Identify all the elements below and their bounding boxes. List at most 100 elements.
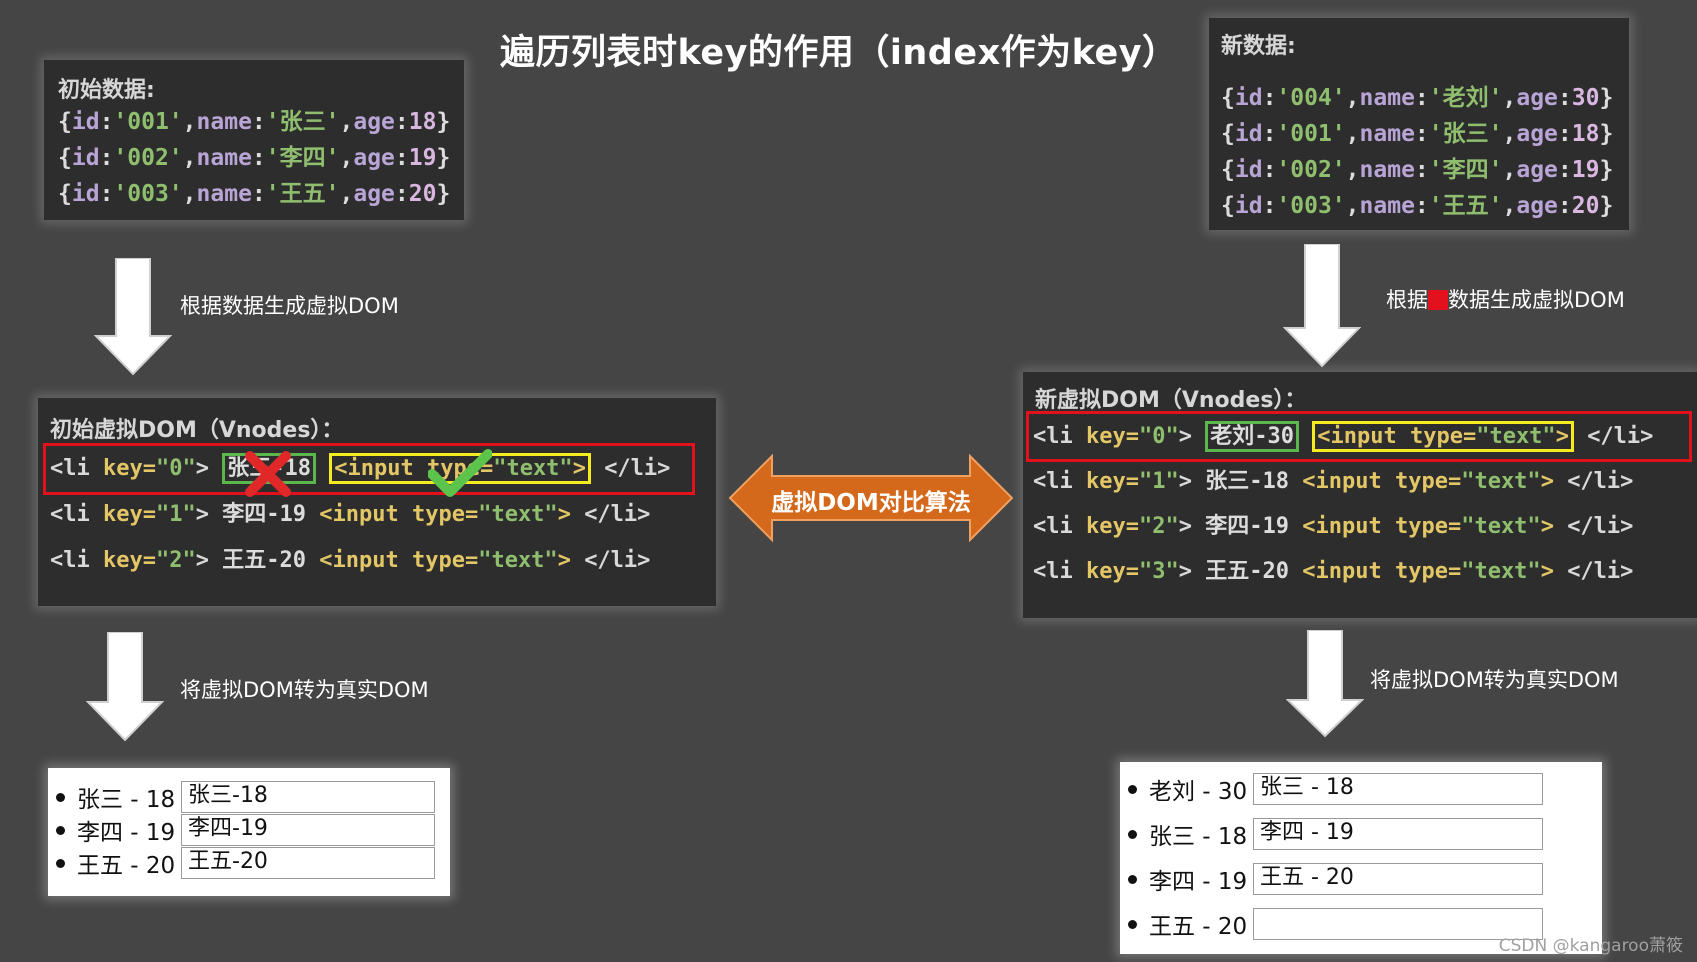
item-label: 张三 - 18: [77, 787, 176, 813]
new-vdom-header: 新虚拟DOM（Vnodes）：: [1035, 388, 1307, 413]
text-input[interactable]: 王五-20: [181, 847, 435, 879]
key-attr: key=: [103, 502, 156, 527]
row-name: '李四': [1428, 157, 1503, 183]
data-row: {id:'001',name:'张三',age:18}: [58, 109, 451, 135]
vnode-input-box: <input type="text">: [329, 453, 591, 484]
bullet-icon: [1128, 874, 1137, 884]
vnode-text-box: 王五-20: [1205, 559, 1289, 584]
text-input[interactable]: [1253, 908, 1543, 940]
item-label: 王五 - 20: [77, 853, 176, 879]
vnode-key: "0": [1138, 424, 1179, 449]
text-input[interactable]: 张三 - 18: [1253, 773, 1543, 805]
item-label: 王五 - 20: [1149, 914, 1248, 940]
bullet-icon: [1128, 829, 1137, 839]
row-id: '002': [113, 145, 183, 171]
type-value: "text": [1461, 559, 1541, 584]
vnode-text-box: 王五-20: [222, 548, 306, 573]
initial-data-header: 初始数据:: [58, 78, 155, 103]
input-tag: <input: [1302, 469, 1382, 494]
text-input[interactable]: 李四 - 19: [1253, 818, 1543, 850]
input-tag: <input: [319, 502, 399, 527]
vnode-text: 张三-18: [1205, 469, 1289, 494]
data-row: {id:'002',name:'李四',age:19}: [1221, 157, 1614, 183]
row-name: '王五': [1428, 193, 1503, 219]
vnode-input-box: <input type="text">: [319, 548, 571, 573]
row-id: '002': [1276, 157, 1346, 183]
check-icon: [428, 449, 492, 497]
bracket: >: [1540, 559, 1554, 584]
bullet-icon: [56, 792, 65, 802]
li-open-tag: <li: [1033, 514, 1073, 539]
list-item: 王五 - 20: [1128, 907, 1543, 941]
bracket: >: [1178, 424, 1192, 449]
bracket: >: [1178, 514, 1192, 539]
bracket: >: [195, 548, 209, 573]
watermark: CSDN @kangaroo萧筱: [1498, 936, 1683, 956]
text-input[interactable]: 王五 - 20: [1253, 863, 1543, 895]
vnode-row: <li key="3"> 王五-20 <input type="text"> <…: [1029, 549, 1689, 594]
vnode-row: <li key="0"> 张三-18 <input type="text"> <…: [43, 443, 695, 495]
vnode-text: 王五-20: [1205, 559, 1289, 584]
row-age: 30: [1571, 85, 1600, 111]
text-input[interactable]: 李四-19: [181, 814, 435, 846]
type-value: "text": [493, 456, 573, 481]
row-age: 20: [1571, 193, 1600, 219]
vnode-text: 王五-20: [222, 548, 306, 573]
input-tag: <input: [1302, 559, 1382, 584]
new-vdom-panel: 新虚拟DOM（Vnodes）： <li key="0"> 老刘-30 <inpu…: [1023, 372, 1697, 618]
bracket: >: [1178, 469, 1192, 494]
arrow-down-icon: [94, 258, 172, 376]
arrow-label-left-gen: 根据数据生成虚拟DOM: [180, 294, 399, 318]
input-tag: <input: [1317, 424, 1397, 449]
key-attr: key=: [1086, 514, 1139, 539]
row-name: '李四': [265, 145, 340, 171]
li-close-tag: </li>: [1567, 514, 1634, 539]
text-input[interactable]: 张三-18: [181, 781, 435, 813]
key-attr: key=: [103, 456, 156, 481]
data-row: {id:'004',name:'老刘',age:30}: [1221, 85, 1614, 111]
type-value: "text": [1476, 424, 1556, 449]
vnode-key: "2": [1138, 514, 1179, 539]
vnode-row: <li key="2"> 王五-20 <input type="text"> <…: [46, 538, 692, 584]
type-value: "text": [1461, 469, 1541, 494]
bullet-icon: [1128, 784, 1137, 794]
row-id: '004': [1276, 85, 1346, 111]
vnode-input-box: <input type="text">: [1312, 421, 1574, 452]
vnode-row: <li key="0"> 老刘-30 <input type="text"> <…: [1026, 411, 1692, 462]
bracket: >: [195, 502, 209, 527]
bracket: >: [572, 456, 586, 481]
vnode-key: "0": [155, 456, 196, 481]
vnode-input-box: <input type="text">: [319, 502, 571, 527]
item-label: 李四 - 19: [77, 820, 176, 846]
bracket: >: [1555, 424, 1569, 449]
vnode-text-box: 李四-19: [222, 502, 306, 527]
input-tag: <input: [1302, 514, 1382, 539]
arrow-label-right-gen: 根据数据生成虚拟DOM: [1386, 288, 1625, 312]
vnode-key: "1": [155, 502, 196, 527]
bullet-icon: [56, 858, 65, 868]
data-row: {id:'001',name:'张三',age:18}: [1221, 121, 1614, 147]
row-age: 19: [1571, 157, 1600, 183]
new-marker: [1428, 290, 1448, 310]
li-open-tag: <li: [1033, 559, 1073, 584]
type-attr: type=: [411, 502, 479, 527]
new-data-panel: 新数据: {id:'004',name:'老刘',age:30} {id:'001…: [1209, 18, 1629, 230]
row-id: '003': [1276, 193, 1346, 219]
vnode-row: <li key="1"> 李四-19 <input type="text"> <…: [46, 492, 692, 538]
arrow-label-right-convert: 将虚拟DOM转为真实DOM: [1370, 668, 1619, 692]
type-value: "text": [478, 502, 558, 527]
vnode-text-box: 李四-19: [1205, 514, 1289, 539]
type-value: "text": [1461, 514, 1541, 539]
vnode-text: 李四-19: [1205, 514, 1289, 539]
page-title: 遍历列表时key的作用（index作为key）: [500, 33, 1178, 73]
bracket: >: [557, 502, 571, 527]
type-attr: type=: [1394, 469, 1462, 494]
new-data-header: 新数据:: [1221, 34, 1296, 59]
bracket: >: [195, 456, 209, 481]
item-label: 老刘 - 30: [1149, 779, 1248, 805]
